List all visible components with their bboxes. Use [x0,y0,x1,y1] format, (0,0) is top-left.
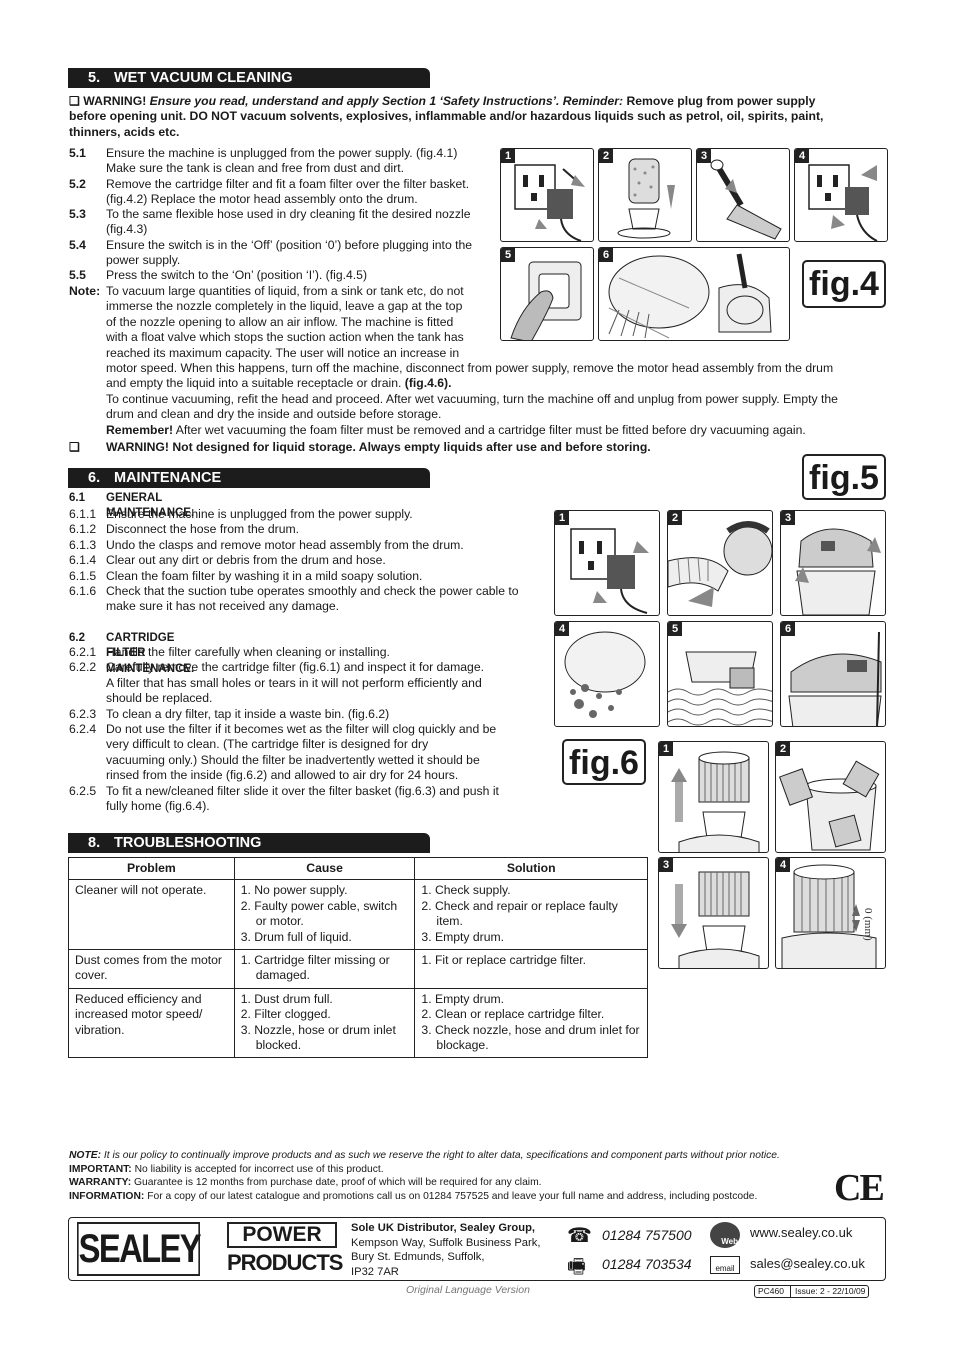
wall-socket-icon [514,164,585,241]
drum-debris-icon [564,631,646,718]
hose-icon [668,521,772,607]
section-6-heading: 6.MAINTENANCE [68,468,430,488]
cartridge-line: A filter that has small holes or tears i… [106,675,482,690]
cartridge-filter-icon [671,871,760,968]
solution-cell: 1. Empty drum.2. Clean or replace cartri… [414,987,648,1059]
fig-4-6-empty-liquid: 6 [598,247,790,341]
email-icon: email [710,1256,740,1274]
column-header: Cause [233,856,416,881]
section-5-heading: 5.WET VACUUM CLEANING [68,68,430,88]
fig-4-label: fig.4 [802,260,886,308]
fig-4-1-unplug: 1 [500,148,594,242]
products-logo: PRODUCTS [227,1250,343,1275]
table-row: Reduced efficiency and increased motor s… [68,987,648,1059]
table-row: Dust comes from the motor cover. 1. Cart… [68,949,648,989]
fax-icon: 🖷 [567,1256,586,1278]
troubleshooting-table: Problem Cause Solution Cleaner will not … [68,856,648,1059]
fax-number: 01284 703534 [602,1256,692,1272]
cartridge-line: very difficult to clean. (The cartridge … [106,737,429,752]
fig-5-2-disconnect-hose: 2 [667,510,773,616]
foam-filter-icon [617,158,675,239]
vacuum-head-icon [795,528,881,615]
bin-icon [778,760,880,851]
fig-5-6-check-cable: 6 [780,621,886,727]
power-logo: POWER [227,1222,337,1248]
zero-mm-label: 0 (mm) [862,908,874,941]
column-header: Problem [68,856,235,881]
footer-notes: NOTE: It is our policy to continually im… [69,1150,780,1202]
fig-5-1-unplug: 1 [554,510,660,616]
cartridge-filter-icon [781,864,877,968]
fig-4-2-foam-filter: 2 [598,148,692,242]
table-row: Cleaner will not operate. 1. No power su… [68,879,648,951]
drum-pouring-icon [608,253,772,339]
original-language-note: Original Language Version [406,1284,530,1296]
fig-5-4-empty-debris: 4 [554,621,660,727]
web-globe-icon: Web [710,1222,740,1248]
fig-4-5-switch-on: 5 [500,247,594,341]
table-header-row: Problem Cause Solution [68,856,648,881]
cartridge-line: fully home (fig.6.4). [106,798,210,813]
switch-icon [510,261,582,340]
problem-cell: Cleaner will not operate. [68,879,235,951]
problem-cell: Dust comes from the motor cover. [68,949,235,989]
cause-cell: 1. Dust drum full.2. Filter clogged.3. N… [233,987,416,1059]
cartridge-line: rinsed from the inside (fig.6.2) and all… [106,768,459,783]
column-header: Solution [414,856,648,881]
cause-cell: 1. No power supply.2. Faulty power cable… [233,879,416,951]
cartridge-filter-icon [671,751,760,852]
telephone-icon: ☎ [567,1225,592,1247]
cartridge-line: should be replaced. [106,691,213,706]
fig-6-2-tap-filter: 2 [775,741,886,853]
fig-5-5-wash-filter: 5 [667,621,773,727]
maint-item-cont: make sure it has not received any damage… [106,599,340,614]
vacuum-body-icon [788,631,882,726]
fig-4-4-plug-in: 4 [794,148,888,242]
ce-mark: CE [834,1167,885,1209]
nozzle-icon [710,159,782,240]
sealey-logo: SEALEY [77,1222,202,1276]
fig-5-label: fig.5 [802,454,886,500]
problem-cell: Reduced efficiency and increased motor s… [68,987,235,1059]
fig-6-3-fit-filter: 3 [658,857,769,969]
cartridge-line: vacuuming only.) Should the filter be in… [106,752,480,767]
washing-icon [668,651,772,726]
solution-cell: 1. Check supply.2. Check and repair or r… [414,879,648,951]
fig-6-label: fig.6 [562,739,646,785]
section-8-heading: 8.TROUBLESHOOTING [68,833,430,853]
fig-6-1-remove-filter: 1 [658,741,769,853]
wall-socket-icon [570,528,649,614]
website-link[interactable]: www.sealey.co.uk [750,1225,853,1240]
email-link[interactable]: sales@sealey.co.uk [750,1256,865,1271]
fig-4-3-nozzle: 3 [696,148,790,242]
fig-5-3-remove-head: 3 [780,510,886,616]
telephone-number: 01284 757500 [602,1227,692,1243]
contact-box: SEALEY POWER PRODUCTS Sole UK Distributo… [68,1217,886,1281]
wall-socket-icon [808,164,878,241]
solution-cell: 1. Fit or replace cartridge filter. [414,949,648,989]
cause-cell: 1. Cartridge filter missing or damaged. [233,949,416,989]
wet-vacuum-warning: ❏ WARNING! Ensure you read, understand a… [69,94,824,139]
distributor-address: Sole UK Distributor, Sealey Group, Kemps… [351,1222,541,1278]
fig-6-4-push-home: 4 0 (mm) [775,857,886,969]
